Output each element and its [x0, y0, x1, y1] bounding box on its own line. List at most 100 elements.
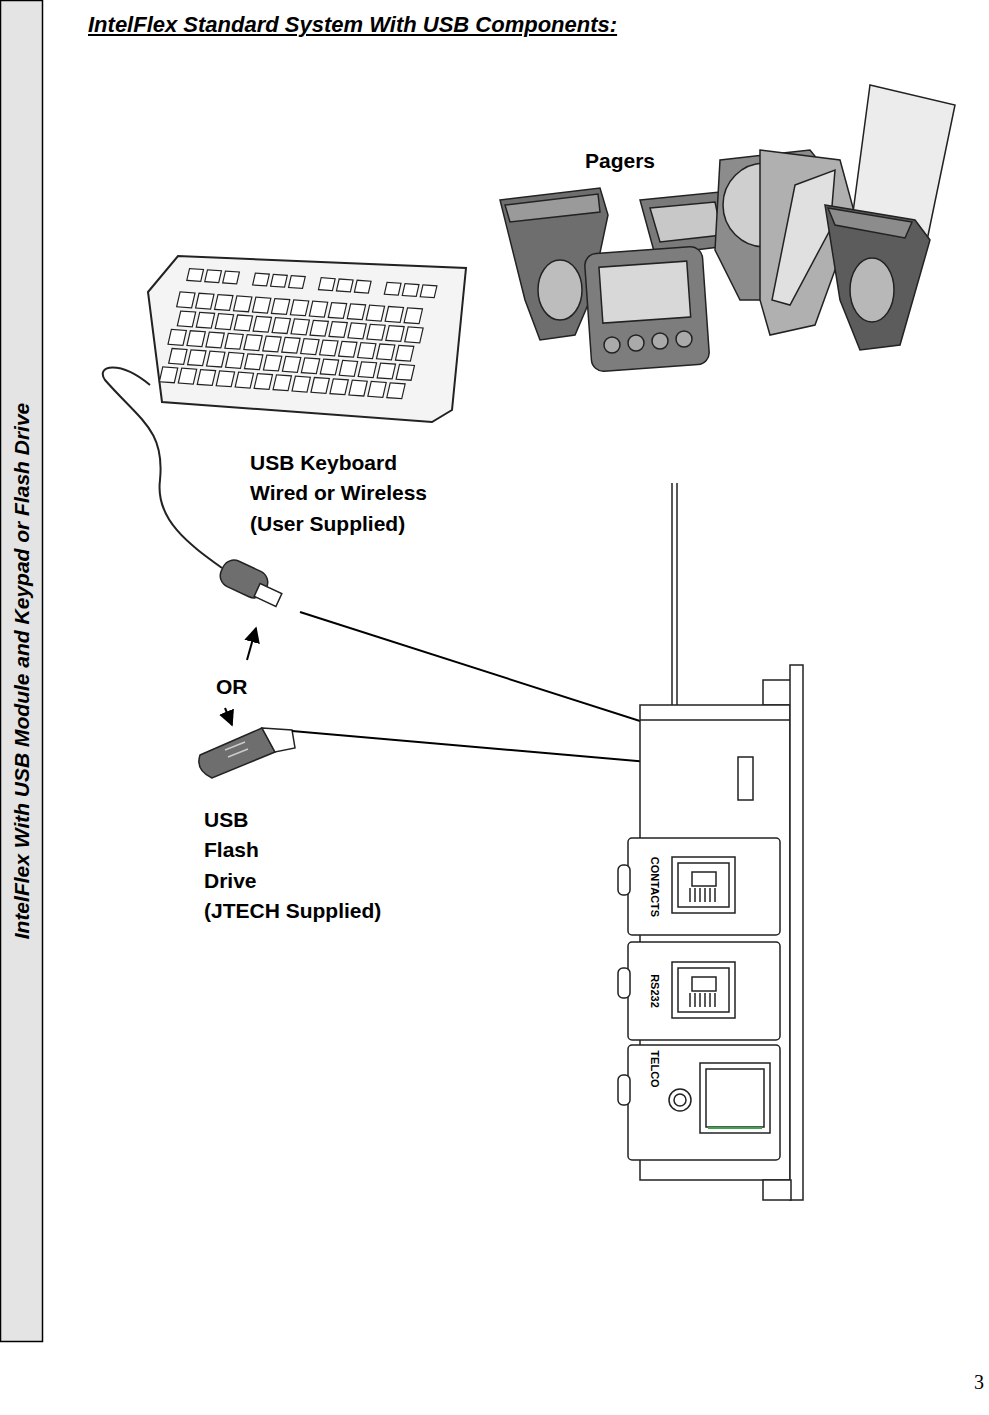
key: [282, 356, 300, 372]
key: [215, 314, 233, 330]
key: [329, 322, 347, 338]
key: [177, 311, 195, 327]
key: [395, 345, 413, 361]
key: [402, 284, 419, 297]
key: [177, 292, 195, 308]
key: [225, 333, 243, 349]
key: [358, 362, 376, 378]
key: [301, 339, 319, 355]
key: [252, 297, 270, 313]
key: [339, 360, 357, 376]
key: [311, 378, 329, 394]
key: [310, 320, 328, 336]
sidebar-band: IntelFlex With USB Module and Keypad or …: [0, 0, 43, 1342]
key: [354, 280, 371, 293]
key: [404, 308, 422, 324]
key: [271, 274, 288, 287]
or-arrow: [247, 628, 256, 660]
key: [207, 351, 225, 367]
key: [253, 273, 270, 286]
key: [244, 354, 262, 370]
key: [367, 324, 385, 340]
key: [169, 349, 187, 365]
key: [273, 375, 291, 391]
key: [328, 303, 346, 319]
key: [348, 323, 366, 339]
flash-drive-label: USB Flash Drive (JTECH Supplied): [204, 805, 381, 927]
key: [330, 379, 348, 395]
key: [196, 312, 214, 328]
sidebar-band: [1, 1, 43, 1342]
key: [282, 337, 300, 353]
usb-dongle: [216, 556, 282, 606]
key: [336, 279, 353, 292]
pagers-label: Pagers: [585, 146, 655, 176]
key: [292, 376, 310, 392]
key: [347, 304, 365, 320]
key: [187, 269, 204, 282]
key: [168, 329, 186, 345]
port-module: RS232: [640, 944, 670, 1038]
key: [358, 343, 376, 359]
key: [159, 367, 177, 383]
key: [223, 271, 240, 284]
key: [396, 364, 414, 380]
key: [339, 341, 357, 357]
key: [349, 380, 367, 396]
flash-drive: [199, 728, 295, 778]
key: [405, 327, 423, 343]
keyboard-label: USB Keyboard Wired or Wireless (User Sup…: [250, 448, 427, 539]
pagers-illustration: [500, 85, 955, 372]
or-arrow: [225, 708, 232, 725]
sidebar-heading: IntelFlex With USB Module and Keypad or …: [10, 403, 34, 940]
key: [386, 326, 404, 342]
key: [376, 344, 394, 360]
key: [309, 301, 327, 317]
port-module: TELCO: [640, 1047, 670, 1090]
key: [235, 372, 253, 388]
key: [318, 278, 335, 291]
key: [366, 305, 384, 321]
port-label: RS232: [649, 974, 661, 1008]
key: [271, 299, 289, 315]
key: [216, 371, 234, 387]
key: [244, 335, 262, 351]
key: [320, 340, 338, 356]
port-label: CONTACTS: [649, 856, 661, 916]
intelflex-device: [618, 483, 803, 1200]
key: [320, 359, 338, 375]
key: [254, 374, 272, 390]
key: [384, 282, 401, 295]
or-label: OR: [216, 672, 248, 702]
key: [234, 296, 252, 312]
key: [234, 315, 252, 331]
key: [178, 368, 196, 384]
key: [188, 350, 206, 366]
key: [289, 276, 306, 289]
key: [197, 370, 215, 386]
key: [205, 270, 222, 283]
page-number: 3: [974, 1368, 984, 1397]
key: [377, 363, 395, 379]
port-label: TELCO: [649, 1050, 661, 1087]
key: [420, 285, 437, 298]
key: [368, 381, 386, 397]
keyboard-illustration: [103, 256, 466, 568]
key: [226, 352, 244, 368]
rj-jack-pins: [690, 872, 716, 1007]
key: [187, 331, 205, 347]
port-module: CONTACTS: [640, 840, 670, 933]
key: [263, 336, 281, 352]
key: [387, 383, 405, 399]
key: [206, 332, 224, 348]
key: [263, 355, 281, 371]
page-title: IntelFlex Standard System With USB Compo…: [88, 12, 617, 38]
key: [215, 295, 233, 311]
usb-port: [738, 757, 753, 800]
key: [290, 300, 308, 316]
key: [301, 358, 319, 374]
key: [385, 307, 403, 323]
key: [272, 318, 290, 334]
key: [291, 319, 309, 335]
